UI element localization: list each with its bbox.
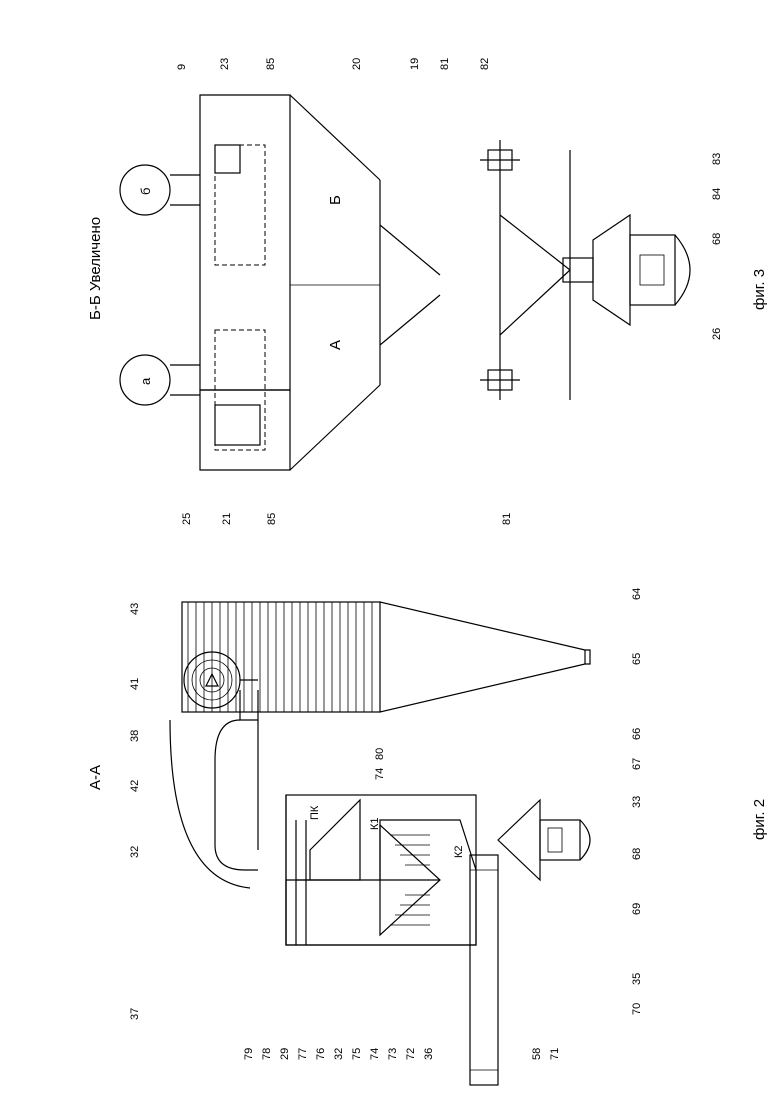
ref3-83: 83 [711,153,723,165]
fig2-label-k2: К2 [453,845,465,858]
ref-72: 72 [405,1048,417,1060]
ref-68: 68 [631,848,643,860]
ref-74-top: 74 [374,768,386,780]
ref-36: 36 [423,1048,435,1060]
fig2-caption: фиг. 2 [751,799,768,840]
ref-38: 38 [129,730,141,742]
ref3-81-top: 81 [439,58,451,70]
ref3-84: 84 [711,188,723,200]
ref3-25: 25 [181,513,193,525]
fig3-label-b: Б [327,195,344,205]
fan-41 [184,652,258,708]
ref-78: 78 [261,1048,273,1060]
ref3-21: 21 [221,513,233,525]
conveyor-58 [470,855,498,1085]
ref3-68: 68 [711,233,723,245]
fig2-reference-numbers: 43 41 38 42 32 37 79 78 29 77 76 32 75 7… [129,588,643,1060]
duct-37 [170,690,258,888]
ref-74-bottom: 74 [369,1048,381,1060]
ref-79: 79 [243,1048,255,1060]
ref-80: 80 [374,748,386,760]
collector-hopper [182,602,590,712]
ref3-81-bottom: 81 [501,513,513,525]
ref-42: 42 [129,780,141,792]
ref3-19: 19 [409,58,421,70]
ref-29: 29 [279,1048,291,1060]
ref-58: 58 [531,1048,543,1060]
ref-43: 43 [129,603,141,615]
ref-70: 70 [631,1003,643,1015]
ref3-85-top: 85 [265,58,277,70]
chamber-pair [200,95,380,470]
fig3-section-title: Б-Б Увеличено [87,217,104,320]
ref-64: 64 [631,588,643,600]
ref-41: 41 [129,678,141,690]
ref-73: 73 [387,1048,399,1060]
motor-b-label: б [138,188,153,195]
fig2-label-pk: ПК [309,805,321,820]
hopper-ribs [188,602,372,712]
ref-35: 35 [631,973,643,985]
ref3-85-bottom: 85 [266,513,278,525]
fig2-section-title: А-А [87,765,104,790]
ref3-9: 9 [176,64,188,70]
ref-75: 75 [351,1048,363,1060]
ref-77: 77 [297,1048,309,1060]
ref-32-bottom: 32 [333,1048,345,1060]
ref-32-top: 32 [129,846,141,858]
ref-66: 66 [631,728,643,740]
ref-71: 71 [549,1048,561,1060]
fig2-label-k1: К1 [369,817,381,830]
ref-69: 69 [631,903,643,915]
motor-a-label: а [138,377,153,385]
ref-76: 76 [315,1048,327,1060]
fig2-drawing: А-А фиг. 2 ПК К1 К2 43 41 38 42 32 37 79… [87,588,768,1085]
ref3-26: 26 [711,328,723,340]
fig3-drawing: Б-Б Увеличено фиг. 3 А Б а б 9 23 85 20 … [87,58,768,525]
discharge-assembly [380,140,690,400]
ref3-20: 20 [351,58,363,70]
fig3-caption: фиг. 3 [751,269,768,310]
ref-33: 33 [631,796,643,808]
ref-37: 37 [129,1008,141,1020]
ref-67: 67 [631,758,643,770]
ref-65: 65 [631,653,643,665]
ref3-23: 23 [219,58,231,70]
outlet-hopper-33 [498,800,590,880]
motors-9 [120,165,200,405]
fig3-reference-numbers: 9 23 85 20 19 81 82 83 84 68 26 81 85 21… [176,58,723,525]
fig3-label-a: А [327,340,344,350]
ref3-82: 82 [479,58,491,70]
